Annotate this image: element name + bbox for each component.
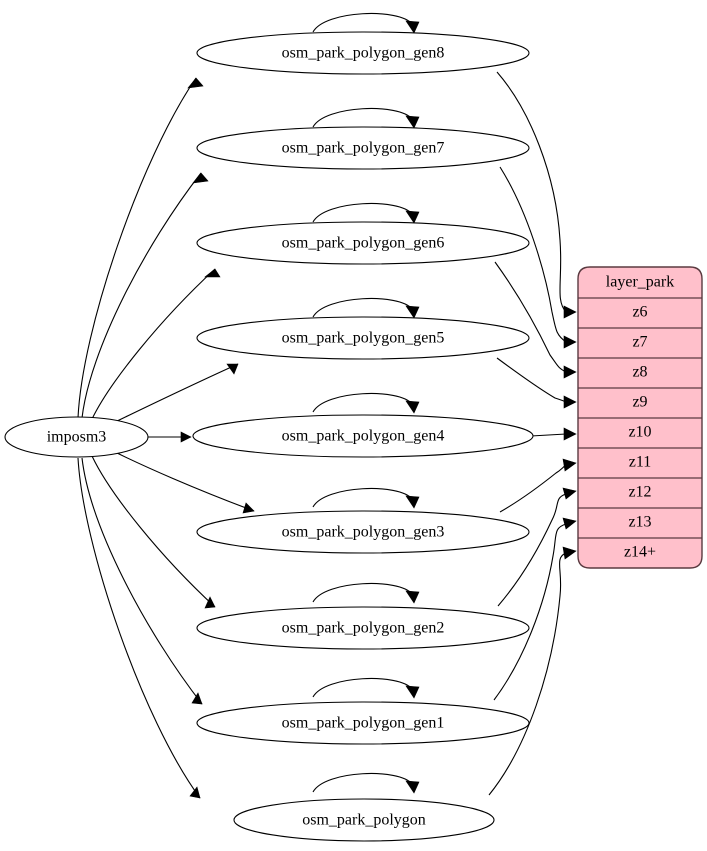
edges-nodes-to-layer-table: [488, 71, 577, 796]
layer-row-z7-label: z7: [632, 334, 647, 351]
layer-row-z8-label: z8: [632, 364, 647, 381]
node-gen7[interactable]: osm_park_polygon_gen7: [196, 126, 530, 170]
layer-row-z6[interactable]: z6: [578, 304, 702, 329]
edge-imposm3-to-osm-park-polygon: [77, 457, 201, 799]
node-gen6-label: osm_park_polygon_gen6: [282, 235, 445, 252]
layer-row-z9[interactable]: z9: [578, 394, 702, 419]
layer-row-z10[interactable]: z10: [578, 424, 702, 449]
layer-row-z12[interactable]: z12: [578, 484, 702, 509]
self-loop-gen4: [312, 392, 420, 414]
self-loop-gen8: [312, 12, 420, 34]
layer-park-table[interactable]: layer_park z6 z7 z8 z9: [577, 266, 703, 569]
self-loop-osm-park-polygon: [312, 772, 420, 794]
edge-imposm3-to-gen3: [112, 450, 255, 514]
node-gen4[interactable]: osm_park_polygon_gen4: [192, 414, 534, 458]
node-osm-park-polygon[interactable]: osm_park_polygon: [233, 798, 495, 842]
layer-row-z8[interactable]: z8: [578, 364, 702, 389]
layer-row-z13-label: z13: [628, 514, 651, 531]
layer-row-z9-label: z9: [632, 394, 647, 411]
layer-row-z13[interactable]: z13: [578, 514, 702, 539]
edge-gen1-to-z13: [493, 517, 577, 701]
self-loop-gen6: [312, 202, 420, 224]
self-loop-gen1: [312, 677, 420, 699]
edge-gen6-to-z8: [494, 261, 577, 379]
self-loop-gen2: [312, 582, 420, 604]
node-gen1-label: osm_park_polygon_gen1: [282, 715, 445, 732]
node-osm-park-polygon-label: osm_park_polygon: [302, 812, 426, 829]
edge-osm-park-polygon-to-z14plus: [488, 546, 577, 796]
node-imposm3-label: imposm3: [47, 429, 107, 446]
layer-row-z14plus-label: z14+: [624, 544, 656, 561]
layer-row-z10-label: z10: [628, 424, 651, 441]
edges-source-to-nodes: [77, 77, 255, 799]
edge-imposm3-to-gen1: [81, 457, 203, 705]
edge-gen7-to-z7: [499, 166, 577, 349]
layer-row-z6-label: z6: [632, 304, 647, 321]
edge-gen8-to-z6: [496, 71, 577, 319]
edge-imposm3-to-gen6: [91, 268, 221, 420]
edge-imposm3-to-gen7: [81, 172, 209, 419]
layer-row-z11-label: z11: [629, 454, 652, 471]
node-gen5-label: osm_park_polygon_gen5: [282, 330, 445, 347]
node-gen3-label: osm_park_polygon_gen3: [282, 524, 445, 541]
self-loop-edges: [312, 12, 420, 794]
edge-gen2-to-z12: [497, 487, 577, 607]
layer-row-z14plus[interactable]: z14+: [624, 544, 656, 561]
node-gen7-label: osm_park_polygon_gen7: [282, 140, 445, 157]
node-imposm3[interactable]: imposm3: [4, 416, 149, 458]
self-loop-gen3: [312, 487, 420, 509]
edge-gen5-to-z9: [496, 357, 577, 409]
layer-row-z11[interactable]: z11: [578, 454, 702, 479]
edge-imposm3-to-gen2: [91, 455, 216, 609]
edge-gen3-to-z11: [499, 458, 577, 513]
layer-park-header-label: layer_park: [606, 274, 674, 291]
node-gen4-label: osm_park_polygon_gen4: [282, 428, 445, 445]
edge-imposm3-to-gen5: [112, 363, 239, 424]
node-gen1[interactable]: osm_park_polygon_gen1: [196, 701, 530, 745]
edge-imposm3-to-gen8: [77, 77, 204, 419]
edge-imposm3-to-gen4: [148, 431, 192, 443]
layer-row-z12-label: z12: [628, 484, 651, 501]
self-loop-gen7: [312, 107, 420, 129]
node-gen8[interactable]: osm_park_polygon_gen8: [196, 31, 530, 75]
node-gen8-label: osm_park_polygon_gen8: [282, 45, 445, 62]
layer-park-table-header: layer_park: [578, 274, 702, 299]
node-gen2[interactable]: osm_park_polygon_gen2: [196, 606, 530, 650]
layer-row-z7[interactable]: z7: [578, 334, 702, 359]
edge-gen4-to-z10: [530, 427, 577, 441]
node-gen3[interactable]: osm_park_polygon_gen3: [196, 510, 530, 554]
node-gen2-label: osm_park_polygon_gen2: [282, 620, 445, 637]
node-gen5[interactable]: osm_park_polygon_gen5: [196, 316, 530, 360]
self-loop-gen5: [312, 297, 420, 319]
node-gen6[interactable]: osm_park_polygon_gen6: [196, 221, 530, 265]
